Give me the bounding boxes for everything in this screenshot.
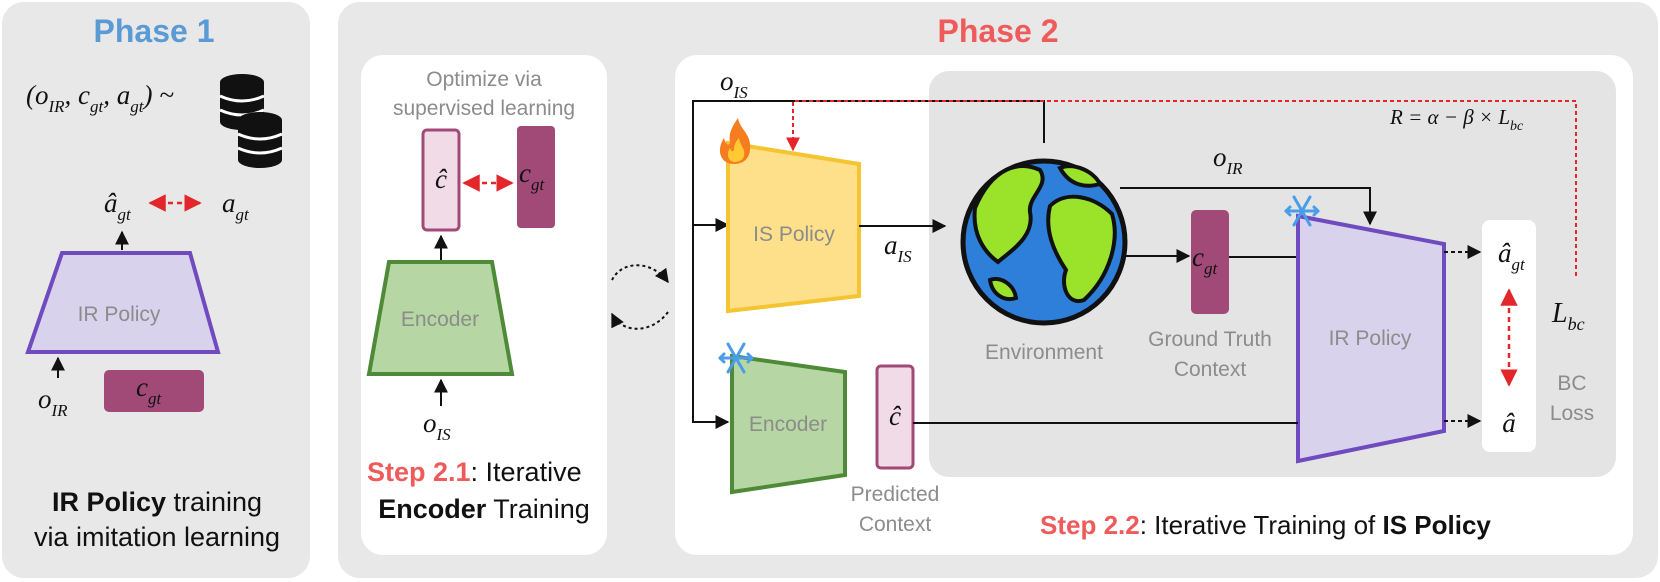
fire-icon (719, 118, 751, 164)
step22-ir-policy-label: IR Policy (1329, 327, 1412, 350)
step22-c-hat-block (875, 364, 915, 470)
step21-encoder-block (366, 260, 515, 376)
phase1-ir-policy-block (25, 251, 221, 354)
snowflake-icon (718, 342, 754, 374)
pred-context-line1: Predicted (851, 483, 940, 506)
phase1-c-gt-label: cgt (136, 372, 162, 408)
step22-caption: Step 2.2: Iterative Training of IS Polic… (1040, 510, 1491, 540)
phase1-c-gt-block (104, 370, 204, 412)
is-policy-label: IS Policy (753, 223, 835, 246)
step22-o-is-label: oIS (720, 66, 748, 102)
snowflake-icon (1284, 195, 1320, 227)
gt-context-line1: Ground Truth (1148, 328, 1272, 351)
step21-encoder-label: Encoder (401, 308, 479, 331)
a-hat-gt-label: âgt (104, 188, 132, 224)
step22-o-ir-label: oIR (1213, 142, 1243, 178)
is-policy-block (726, 140, 861, 314)
a-is-label: aIS (884, 230, 912, 266)
step21-caption-line2: Encoder Training (378, 494, 590, 524)
phase1-ir-policy-label: IR Policy (78, 303, 161, 326)
phase2-title: Phase 2 (938, 13, 1059, 49)
step21-c-hat-label: ĉ (435, 164, 448, 194)
step21-caption-line1: Step 2.1: Iterative (367, 457, 582, 487)
step21-c-gt-block (517, 126, 555, 228)
step22-c-gt-label: cgt (1192, 242, 1218, 278)
step21-c-hat-block (421, 128, 461, 232)
environment-label: Environment (985, 341, 1103, 364)
step22-a-hat-label: â (1502, 408, 1516, 438)
phase1-title: Phase 1 (94, 13, 215, 49)
bc-loss-line1: BC (1557, 372, 1586, 395)
step22-c-hat-label: ĉ (889, 401, 902, 431)
l-bc-label: Lbc (1551, 298, 1585, 334)
database-icon (219, 74, 283, 168)
a-gt-label: agt (222, 188, 250, 224)
step21-o-is-label: oIS (423, 408, 451, 444)
step21-optimize-line2: supervised learning (393, 97, 575, 120)
dataset-formula: (oIR, cgt, agt) ~ (26, 80, 174, 116)
gt-context-line2: Context (1174, 358, 1247, 381)
reward-formula: R = α − β × Lbc (1389, 105, 1524, 134)
step22-c-gt-block (1191, 210, 1229, 314)
phase1-caption-line2: via imitation learning (34, 522, 280, 552)
pred-context-line2: Context (859, 513, 932, 536)
step21-optimize-line1: Optimize via (426, 68, 542, 91)
reward-path (786, 100, 1577, 276)
phase1-caption-line1: IR Policy training (52, 487, 262, 517)
step22-ir-policy-block (1296, 213, 1446, 464)
step22-encoder-label: Encoder (749, 413, 827, 436)
observation-route-line (692, 100, 1045, 429)
earth-globe-icon (960, 158, 1128, 326)
env-to-ir-policy-arrow (1120, 187, 1377, 226)
step22-encoder-block (730, 353, 847, 495)
step22-a-hat-gt-label: âgt (1498, 238, 1526, 274)
iterate-arrow-back (611, 311, 669, 330)
bc-loss-line2: Loss (1550, 402, 1594, 425)
step21-c-gt-label: cgt (519, 158, 545, 194)
phase1-o-ir-label: oIR (38, 384, 68, 420)
iterate-arrow-forward (611, 264, 669, 284)
